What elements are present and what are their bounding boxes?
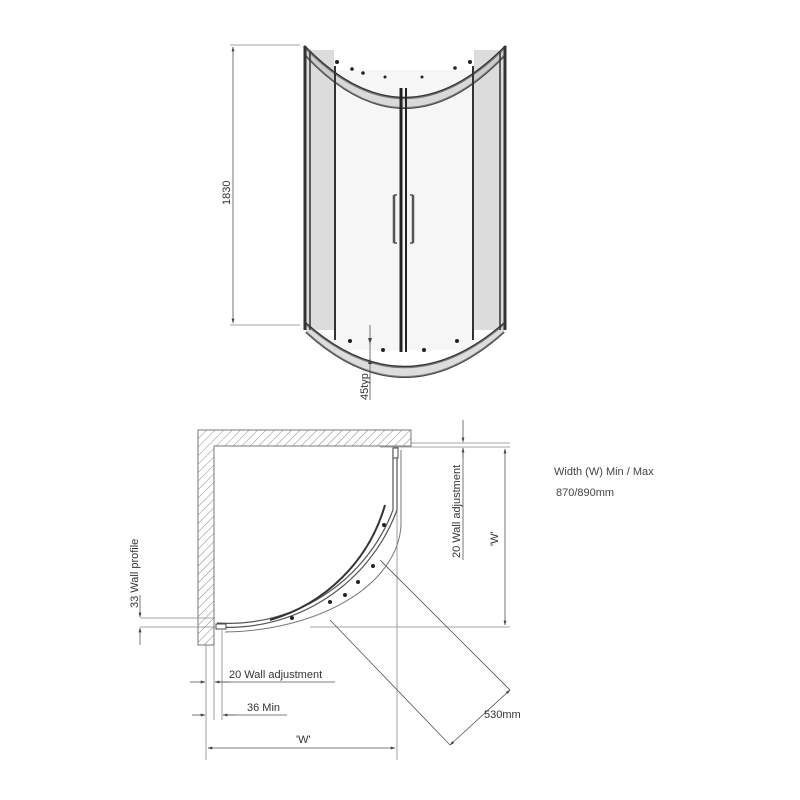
tray-height-label: 45typ	[359, 373, 371, 400]
radius-dimension-line	[449, 689, 511, 746]
wall-hatch	[197, 429, 412, 646]
radius-label: 530mm	[484, 709, 521, 721]
door-handle-left	[392, 194, 397, 244]
width-note-value: 870/890mm	[556, 487, 615, 499]
min-label: 36 Min	[247, 702, 281, 714]
door-handle-right	[410, 194, 415, 244]
height-label: 1830	[221, 180, 233, 205]
wall-profile-label: 33 Wall profile	[129, 538, 141, 608]
bottom-width-label: 'W'	[296, 734, 311, 746]
width-note-title: Width (W) Min / Max	[554, 466, 654, 478]
bottom-wall-adjustment-label: 20 Wall adjustment	[229, 669, 323, 681]
front-elevation	[230, 44, 507, 400]
right-width-label: 'W'	[489, 531, 501, 546]
right-wall-adjustment-label: 20 Wall adjustment	[451, 464, 463, 558]
plan-view	[138, 420, 511, 760]
